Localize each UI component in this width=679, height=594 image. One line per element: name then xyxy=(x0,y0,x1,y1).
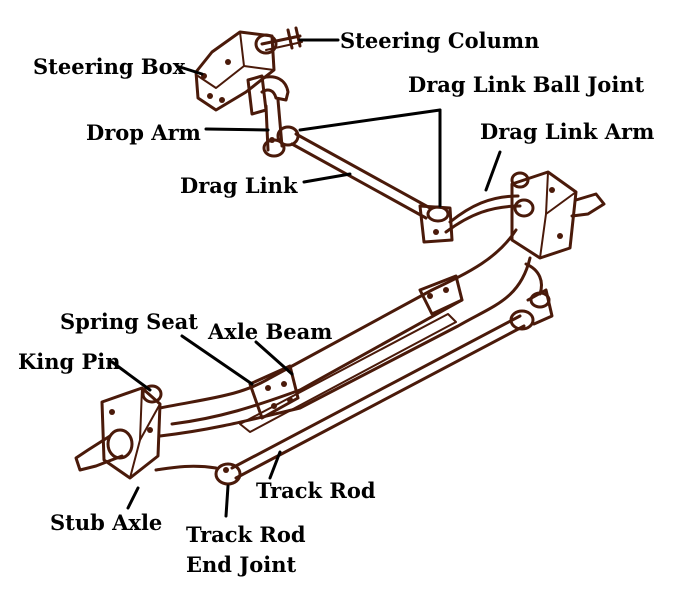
label-track-rod-end-joint-line1: Track Rod xyxy=(186,522,306,547)
steering-column-shaft xyxy=(260,26,303,51)
leader-track-rod-end-joint xyxy=(224,484,230,518)
leader-lines xyxy=(110,38,502,518)
leader-stub-axle xyxy=(126,486,140,510)
drop-arm-part xyxy=(260,75,290,158)
label-steering-box: Steering Box xyxy=(33,54,186,79)
leader-drag-link-ball-joint-a xyxy=(298,108,442,132)
drag-link-part xyxy=(276,125,454,244)
label-spring-seat: Spring Seat xyxy=(60,309,198,334)
track-rod-part xyxy=(214,262,554,486)
label-track-rod: Track Rod xyxy=(256,478,376,503)
label-drop-arm: Drop Arm xyxy=(86,120,201,145)
label-drag-link-arm: Drag Link Arm xyxy=(480,119,654,144)
leader-spring-seat xyxy=(180,334,254,386)
label-stub-axle: Stub Axle xyxy=(50,510,162,535)
label-steering-column: Steering Column xyxy=(340,28,539,53)
leader-drop-arm xyxy=(204,127,270,132)
label-axle-beam: Axle Beam xyxy=(207,319,332,344)
leader-track-rod xyxy=(268,450,282,480)
label-track-rod-end-joint-line2: End Joint xyxy=(186,552,296,577)
leader-axle-beam xyxy=(254,340,294,376)
leader-drag-link-arm xyxy=(484,150,502,192)
label-drag-link-ball-joint: Drag Link Ball Joint xyxy=(408,72,645,97)
labels: Steering Column Steering Box Drag Link B… xyxy=(18,28,654,577)
label-king-pin: King Pin xyxy=(18,349,121,374)
stub-axle-part xyxy=(74,384,218,480)
drag-link-arm-part xyxy=(444,170,606,260)
leader-drag-link xyxy=(302,172,352,184)
label-drag-link: Drag Link xyxy=(180,173,298,198)
leader-king-pin xyxy=(110,360,152,392)
axle-beam-part xyxy=(158,228,532,438)
leader-steering-box xyxy=(178,65,204,76)
steering-box-body xyxy=(194,30,278,116)
